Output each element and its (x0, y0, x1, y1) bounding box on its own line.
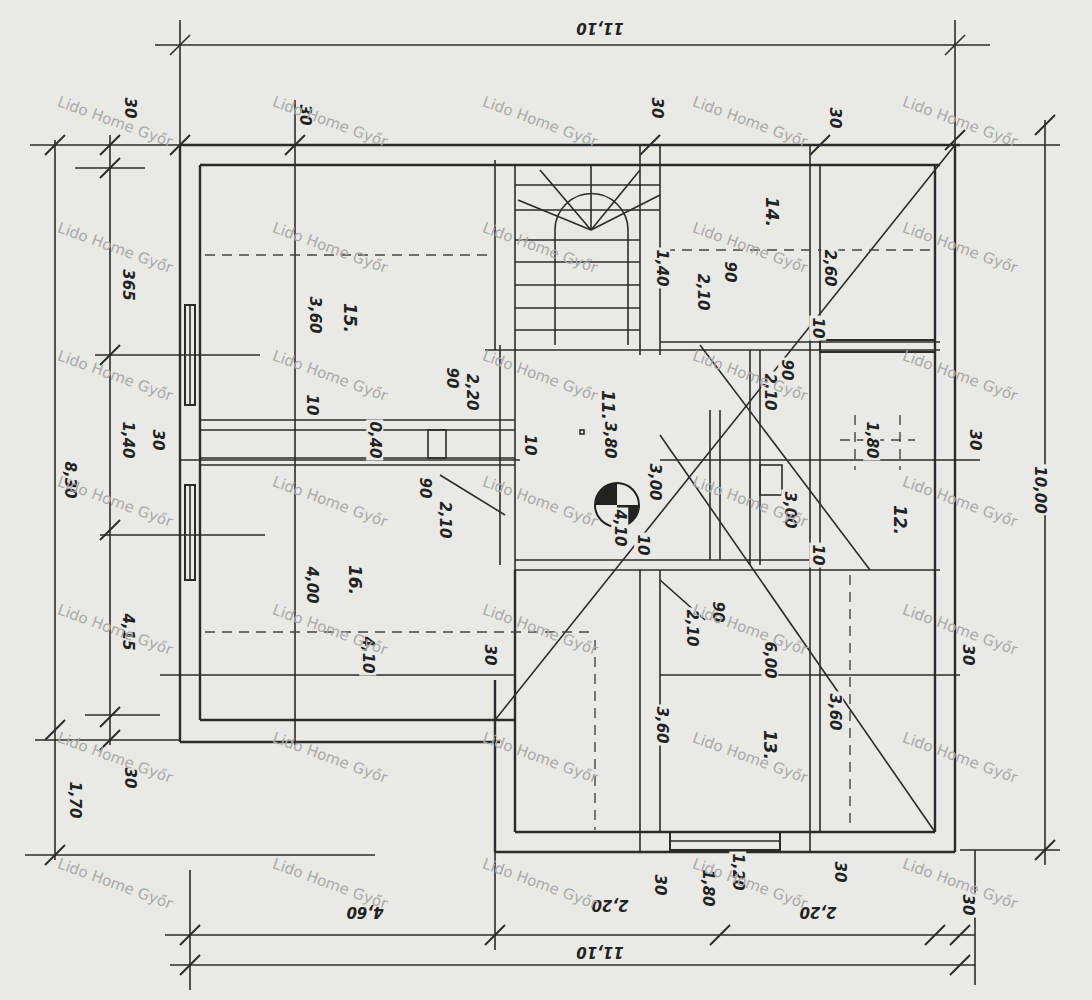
watermark: Lido Home Győr (53, 729, 176, 787)
dimension-label: 2,60 (822, 247, 839, 288)
dimension-label: 1,70 (67, 779, 84, 820)
dimension-label: 30 (960, 643, 977, 668)
dimension-label: 11,10 (574, 944, 625, 961)
dimension-label: 3,60 (654, 704, 671, 745)
dimension-label: 10 (635, 533, 652, 558)
room-number: 16. (346, 563, 365, 597)
watermark: Lido Home Győr (478, 347, 601, 405)
dimension-label: 90 (722, 260, 739, 285)
watermark: Lido Home Győr (478, 219, 601, 277)
dimension-label: 30 (832, 860, 849, 885)
dimension-label: 30 (967, 428, 984, 453)
dimension-label: 10 (810, 316, 827, 341)
room-number: 15. (341, 301, 360, 335)
watermark: Lido Home Győr (478, 473, 601, 531)
watermark: Lido Home Győr (478, 729, 601, 787)
watermark: Lido Home Győr (898, 219, 1021, 277)
watermark: Lido Home Győr (53, 219, 176, 277)
dimension-label: 1,80 (864, 419, 881, 460)
dimension-label: 10 (304, 393, 321, 418)
dimension-label: 2,20 (464, 371, 481, 412)
watermark: Lido Home Győr (898, 93, 1021, 151)
dimension-label: 30 (482, 643, 499, 668)
watermark: Lido Home Győr (53, 601, 176, 659)
dimension-label: 4,10 (612, 507, 629, 548)
watermark: Lido Home Győr (268, 601, 391, 659)
dimension-label: 10 (810, 543, 827, 568)
dimension-label: 2,10 (695, 271, 712, 312)
dimension-label: 3,60 (827, 691, 844, 732)
dimension-label: 3,80 (602, 419, 619, 460)
dimension-label: 30 (827, 106, 844, 131)
watermark: Lido Home Győr (268, 729, 391, 787)
dimension-label: 3,60 (307, 294, 324, 335)
dimension-label: 10 (522, 433, 539, 458)
dimension-label: 0,40 (367, 419, 384, 460)
watermark: Lido Home Győr (268, 473, 391, 531)
watermark: Lido Home Győr (478, 93, 601, 151)
watermark: Lido Home Győr (268, 347, 391, 405)
watermark: Lido Home Győr (688, 729, 811, 787)
dimension-label: 30 (652, 873, 669, 898)
dimension-label: 90 (444, 366, 461, 391)
watermark: Lido Home Győr (53, 855, 176, 913)
dimension-label: 10,00 (1032, 464, 1049, 515)
watermark: Lido Home Győr (688, 601, 811, 659)
watermark: Lido Home Győr (898, 473, 1021, 531)
dimension-label: 11,10 (574, 20, 625, 37)
watermark: Lido Home Győr (898, 347, 1021, 405)
watermark: Lido Home Győr (53, 473, 176, 531)
dimension-label: 1,40 (654, 247, 671, 288)
room-number: 12. (891, 503, 910, 537)
room-number: 14. (763, 195, 782, 229)
room-number: 11. (599, 388, 618, 422)
dimension-label: 1,40 (120, 419, 137, 460)
watermark: Lido Home Győr (268, 855, 391, 913)
dimension-label: 30 (649, 96, 666, 121)
watermark: Lido Home Győr (268, 93, 391, 151)
dimension-label: 365 (120, 267, 137, 302)
dimension-label: 90 (417, 476, 434, 501)
dimension-label: 30 (150, 428, 167, 453)
watermark: Lido Home Győr (478, 855, 601, 913)
watermark: Lido Home Győr (53, 93, 176, 151)
watermark: Lido Home Győr (898, 729, 1021, 787)
watermark: Lido Home Győr (268, 219, 391, 277)
watermark: Lido Home Győr (688, 93, 811, 151)
dimension-label: 2,10 (437, 499, 454, 540)
dimension-label: 3,00 (647, 461, 664, 502)
dimension-label: 4,00 (304, 564, 321, 605)
watermark: Lido Home Győr (688, 219, 811, 277)
